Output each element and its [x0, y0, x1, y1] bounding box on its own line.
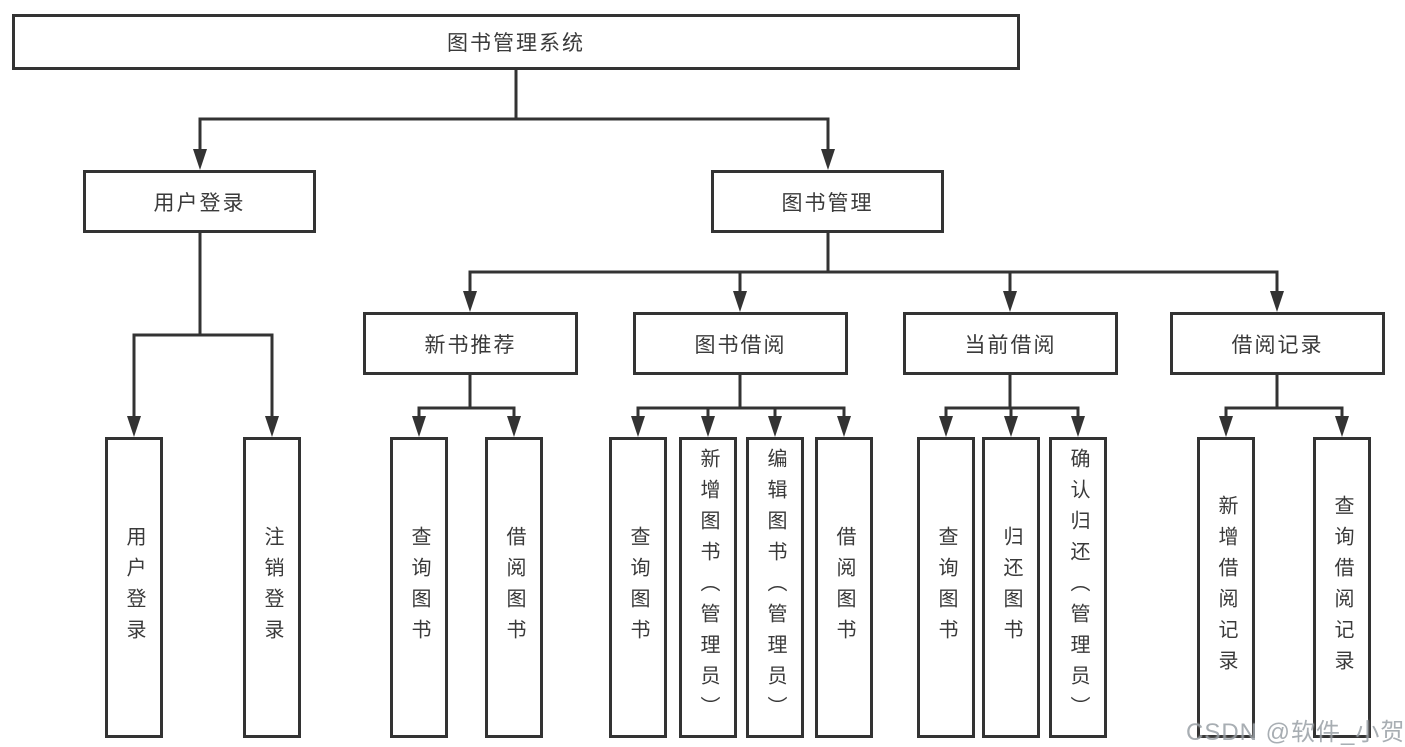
leaf-edit-books-admin-label: 编辑图书（管理员）	[764, 448, 786, 727]
node-book-borrowing: 图书借阅	[633, 312, 848, 375]
leaf-recommend-query-books: 查询图书	[390, 437, 448, 738]
node-user-login: 用户登录	[83, 170, 316, 233]
node-current-borrowing: 当前借阅	[903, 312, 1118, 375]
leaf-confirm-return-admin: 确认归还（管理员）	[1049, 437, 1107, 738]
node-book-borrowing-label: 图书借阅	[694, 333, 787, 357]
leaf-borrow-query-books: 查询图书	[609, 437, 667, 738]
leaf-add-borrow-record: 新增借阅记录	[1197, 437, 1255, 738]
node-borrowing-records-label: 借阅记录	[1231, 333, 1324, 357]
leaf-recommend-borrow-books-label: 借阅图书	[503, 525, 525, 650]
leaf-borrow-query-books-label: 查询图书	[627, 525, 649, 650]
leaf-borrow-books: 借阅图书	[815, 437, 873, 738]
leaf-confirm-return-admin-label: 确认归还（管理员）	[1067, 448, 1089, 727]
leaf-query-borrow-record-label: 查询借阅记录	[1331, 494, 1353, 681]
node-root-label: 图书管理系统	[447, 32, 585, 55]
leaf-add-books-admin-label: 新增图书（管理员）	[697, 448, 719, 727]
leaf-recommend-borrow-books: 借阅图书	[485, 437, 543, 738]
watermark: CSDN @软件_小贺同学	[1186, 719, 1405, 746]
node-book-management: 图书管理	[711, 170, 944, 233]
node-current-borrowing-label: 当前借阅	[964, 333, 1057, 357]
leaf-add-borrow-record-label: 新增借阅记录	[1215, 494, 1237, 681]
node-user-login-label: 用户登录	[153, 191, 246, 215]
leaf-current-query-books: 查询图书	[917, 437, 975, 738]
leaf-return-books-label: 归还图书	[1000, 525, 1022, 650]
leaf-query-borrow-record: 查询借阅记录	[1313, 437, 1371, 738]
connector-paths	[132, 70, 1344, 420]
node-book-management-label: 图书管理	[781, 191, 874, 215]
node-root: 图书管理系统	[12, 14, 1020, 70]
leaf-user-login-label: 用户登录	[123, 525, 145, 650]
node-new-book-recommendation: 新书推荐	[363, 312, 578, 375]
leaf-current-query-books-label: 查询图书	[935, 525, 957, 650]
leaf-user-login: 用户登录	[105, 437, 163, 738]
node-borrowing-records: 借阅记录	[1170, 312, 1385, 375]
leaf-return-books: 归还图书	[982, 437, 1040, 738]
leaf-logout-label: 注销登录	[261, 525, 283, 650]
leaf-logout: 注销登录	[243, 437, 301, 738]
arrowheads	[127, 149, 1349, 437]
leaf-add-books-admin: 新增图书（管理员）	[679, 437, 737, 738]
leaf-borrow-books-label: 借阅图书	[833, 525, 855, 650]
leaf-recommend-query-books-label: 查询图书	[408, 525, 430, 650]
leaf-edit-books-admin: 编辑图书（管理员）	[746, 437, 804, 738]
node-new-book-recommendation-label: 新书推荐	[424, 333, 517, 357]
